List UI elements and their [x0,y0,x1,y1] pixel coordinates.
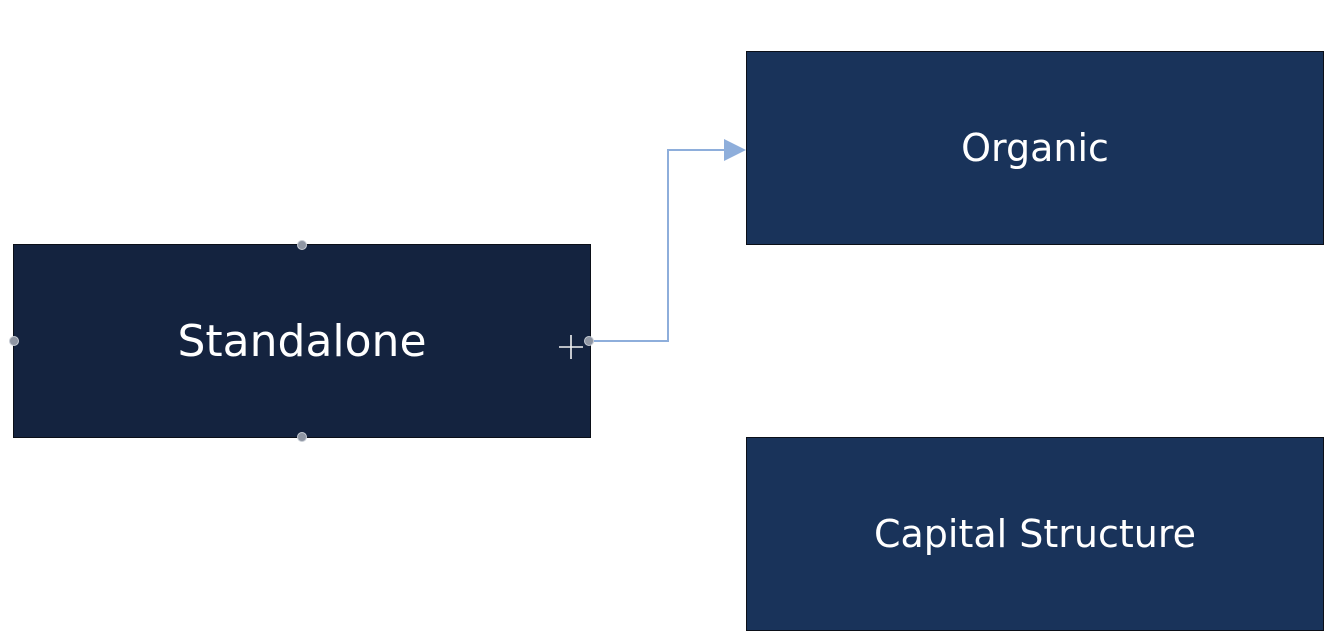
top-handle[interactable] [297,240,307,250]
node-organic-label: Organic [961,126,1109,170]
node-capital-structure-label: Capital Structure [873,512,1197,556]
selection-handles [9,240,594,442]
node-standalone-label: Standalone [177,315,427,367]
bottom-handle[interactable] [297,432,307,442]
node-standalone[interactable]: Standalone [13,244,591,438]
node-organic[interactable]: Organic [746,51,1324,245]
left-handle[interactable] [9,336,19,346]
arrowhead-icon [724,139,746,161]
right-handle[interactable] [584,336,594,346]
elbow-connector[interactable] [590,149,724,342]
node-capital-structure[interactable]: Capital Structure [746,437,1324,631]
